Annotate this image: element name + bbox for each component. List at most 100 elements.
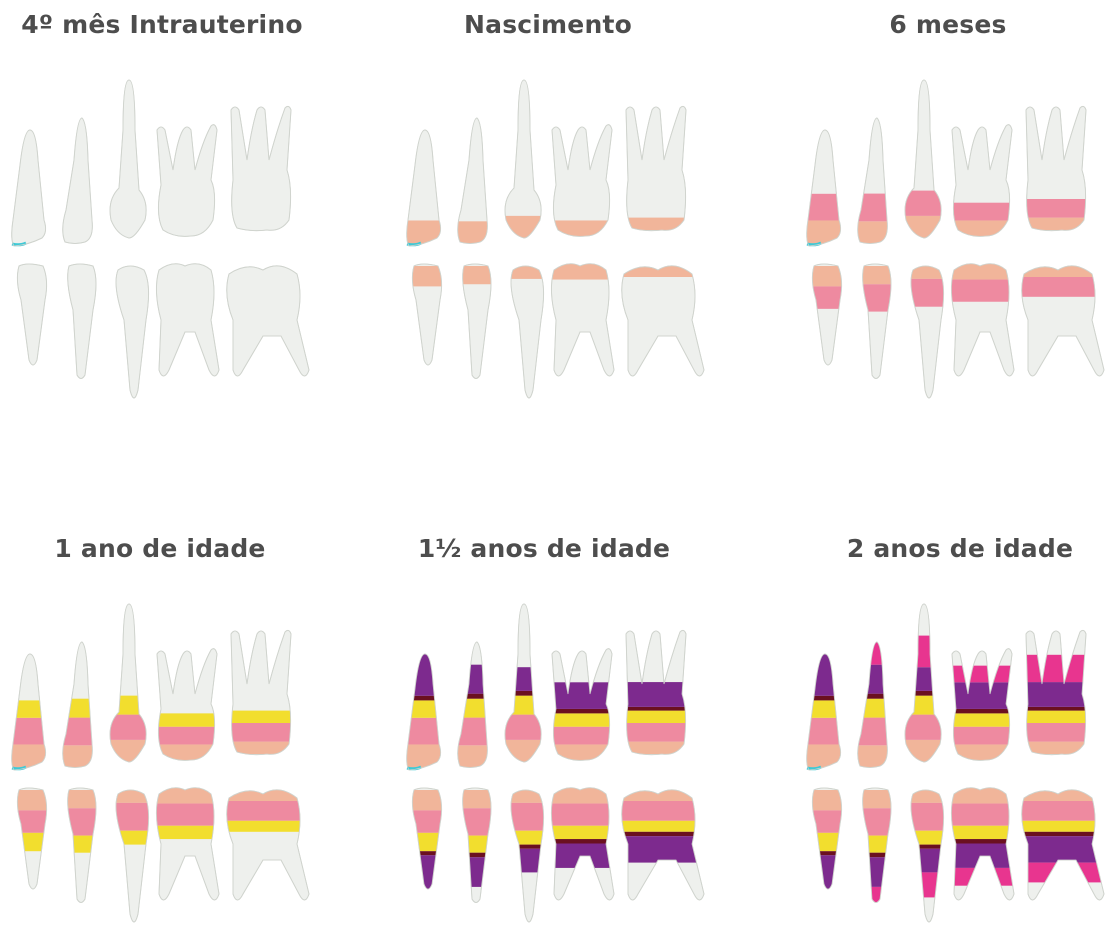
upper-tooth [400,130,465,246]
tooth-body [157,125,217,237]
lower-tooth [143,788,235,900]
calcification-band [1012,682,1105,707]
stage-title: Nascimento [378,10,718,39]
upper-tooth [231,106,291,230]
calcification-band [400,744,465,770]
calcification-band [612,707,710,711]
calcification-band [848,853,914,858]
calcification-band [400,266,464,286]
lower-tooth [400,788,464,892]
calcification-band [1008,266,1105,277]
teeth-diagram [800,70,1105,415]
lower-tooth [227,266,309,376]
calcification-band [800,855,864,892]
calcification-band [940,220,1035,236]
calcification-band [400,851,464,855]
calcification-band [1012,655,1105,682]
calcification-band [845,665,915,694]
lower-tooth [53,788,119,903]
calcification-band [845,642,915,665]
calcification-band [1012,218,1105,230]
lower-tooth [213,790,315,900]
calcification-band [400,833,464,851]
calcification-band [145,744,240,760]
calcification-band [143,788,235,804]
upper-tooth [1012,106,1105,230]
tooth-body [505,80,541,238]
upper-tooth [540,125,635,237]
calcification-band [50,745,120,768]
lower-tooth [608,266,710,376]
stage-title: 1½ anos de idade [374,534,714,563]
calcification-band [848,266,914,284]
calcification-band [800,810,864,832]
calcification-band [540,709,635,713]
calcification-band [800,744,865,770]
calcification-band [612,742,710,754]
calcification-band [848,790,914,808]
calcification-band [938,868,1030,886]
calcification-band [400,696,465,701]
lower-tooth [800,264,864,365]
teeth-diagram [5,594,315,939]
calcification-band [448,853,514,858]
calcification-band [5,810,69,832]
upper-tooth [5,654,70,770]
calcification-band [848,808,914,835]
stage-title: 2 anos de idade [790,534,1105,563]
teeth-panel [5,70,325,430]
calcification-band [800,286,864,308]
calcification-band [53,790,119,808]
teeth-panel [400,594,720,940]
upper-tooth [540,649,635,761]
upper-tooth [400,654,465,770]
calcification-band [938,788,1030,804]
lower-tooth [608,790,710,900]
tooth-body [622,266,704,376]
tooth-body [626,106,686,230]
calcification-band [800,833,864,851]
calcification-band [448,790,514,808]
lower-tooth [1008,266,1105,376]
tooth-body [231,106,291,230]
upper-tooth [217,630,315,754]
calcification-band [538,264,630,280]
calcification-band [845,699,915,718]
calcification-band [1008,836,1105,862]
calcification-band [848,836,914,853]
calcification-band [445,718,515,746]
lower-tooth [938,788,1030,900]
calcification-band [938,839,1030,843]
upper-tooth [63,118,93,244]
teeth-panel [800,594,1105,940]
calcification-band [445,221,515,244]
teeth-diagram [400,594,710,939]
calcification-band [448,808,514,835]
tooth-body [63,118,93,244]
calcification-band [800,266,864,286]
lower-tooth [448,788,514,903]
upper-tooth [50,642,120,768]
calcification-band [400,700,465,717]
calcification-band [448,266,514,284]
lower-tooth [538,264,630,376]
calcification-band [848,857,914,887]
calcification-band [445,694,515,699]
calcification-band [5,700,70,717]
calcification-band [1012,707,1105,711]
stage-title: 6 meses [778,10,1105,39]
calcification-band [1008,863,1105,883]
tooth-body [17,264,46,365]
calcification-band [50,699,120,718]
upper-tooth [1012,630,1105,754]
calcification-band [538,788,630,804]
calcification-band [5,833,69,851]
lower-tooth [400,264,464,365]
tooth-body [116,266,149,398]
calcification-band [845,194,915,222]
lower-tooth [5,788,69,889]
calcification-band [445,745,515,768]
calcification-band [800,220,865,246]
lower-tooth [848,264,914,379]
calcification-band [800,790,864,810]
